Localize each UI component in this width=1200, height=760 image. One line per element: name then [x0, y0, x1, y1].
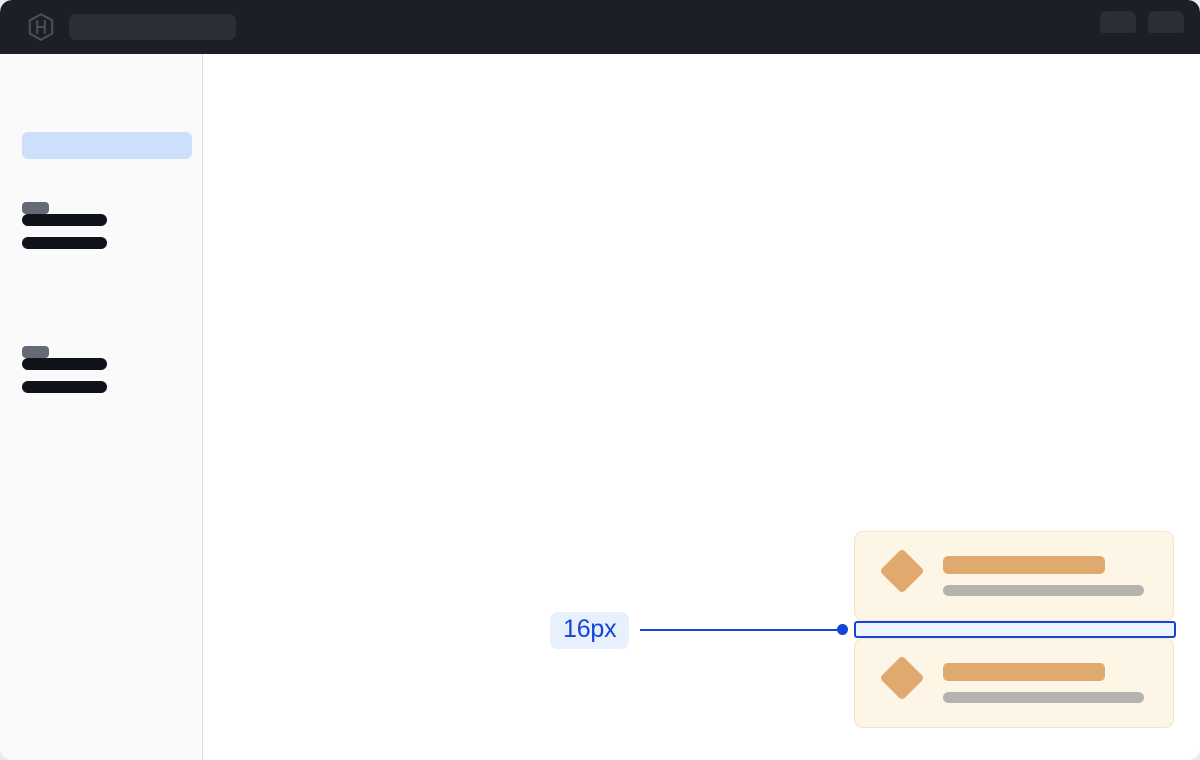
card-bottom[interactable]	[854, 638, 1174, 728]
sidebar-item-2-2[interactable]	[22, 381, 107, 393]
sidebar-item-2-1[interactable]	[22, 358, 107, 370]
diamond-icon	[879, 655, 925, 701]
topbar-actions	[1100, 11, 1184, 33]
spacing-leader-dot	[837, 624, 848, 635]
hashicorp-hexagon-logo-icon[interactable]	[27, 13, 55, 41]
spacing-measure-label: 16px	[550, 612, 630, 649]
sidebar-item-1-2[interactable]	[22, 237, 107, 249]
sidebar-item-active[interactable]	[22, 132, 192, 159]
sidebar-divider	[202, 54, 203, 760]
spacing-measure-box	[854, 621, 1176, 638]
sidebar-group-1-label	[22, 202, 49, 214]
card-top-content	[943, 556, 1153, 596]
card-top-subtitle	[943, 585, 1144, 596]
sidebar-group-2-label	[22, 346, 49, 358]
topbar-chip-2[interactable]	[1148, 11, 1184, 33]
sidebar	[0, 54, 203, 760]
sidebar-item-1-1[interactable]	[22, 214, 107, 226]
card-bottom-title	[943, 663, 1105, 681]
search-input[interactable]	[69, 14, 236, 40]
topbar-chip-1[interactable]	[1100, 11, 1136, 33]
topbar	[0, 0, 1200, 54]
card-top[interactable]	[854, 531, 1174, 621]
card-bottom-subtitle	[943, 692, 1144, 703]
diamond-icon	[879, 548, 925, 594]
card-top-title	[943, 556, 1105, 574]
sidebar-group-2	[22, 346, 107, 393]
sidebar-group-1	[22, 202, 107, 249]
card-bottom-content	[943, 663, 1153, 703]
spacing-leader-line	[640, 629, 842, 631]
